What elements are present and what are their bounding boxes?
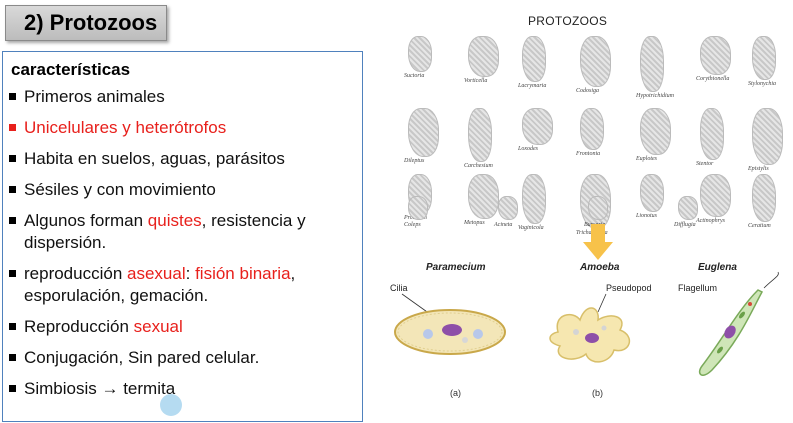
species-label: Vorticella bbox=[464, 78, 488, 84]
pseudopod-callout: Pseudopod bbox=[606, 283, 652, 293]
item-text: Habita en suelos, aguas, parásitos bbox=[24, 149, 285, 168]
species-label: Corythionella bbox=[696, 76, 730, 82]
species-label: Stentor bbox=[696, 161, 714, 167]
item-text: Conjugación, Sin pared celular. bbox=[24, 348, 260, 367]
protozoan-drawing bbox=[580, 36, 611, 87]
protozoan-drawing bbox=[522, 36, 546, 82]
protozoan-drawing bbox=[640, 174, 664, 212]
protozoan-drawing bbox=[752, 108, 783, 165]
down-arrow-icon bbox=[583, 224, 613, 260]
item-text: Algunos forman bbox=[24, 211, 148, 230]
characteristic-item: reproducción asexual: fisión binaria, es… bbox=[9, 263, 357, 307]
species-label: Codosiga bbox=[576, 88, 600, 94]
amoeba-diagram bbox=[549, 293, 631, 363]
species-label: Frontonia bbox=[576, 151, 601, 157]
figure-title: PROTOZOOS bbox=[528, 14, 608, 28]
item-text: Sésiles y con movimiento bbox=[24, 180, 216, 199]
item-text: reproducción bbox=[24, 264, 128, 283]
species-label: Difflugia bbox=[674, 222, 696, 228]
characteristic-item: Sésiles y con movimiento bbox=[9, 179, 357, 201]
protozoan-drawing bbox=[468, 174, 499, 219]
species-label: Loxodes bbox=[518, 146, 538, 152]
species-label: Dileptus bbox=[404, 158, 425, 164]
cilia-callout: Cilia bbox=[390, 283, 408, 293]
protozoan-drawing bbox=[640, 36, 664, 92]
species-label: Suctoria bbox=[404, 73, 425, 79]
species-label: Lionotus bbox=[636, 213, 658, 219]
protozoan-drawing bbox=[408, 36, 432, 72]
species-label: Hypotrichidium bbox=[636, 93, 674, 99]
protozoan-drawing bbox=[678, 196, 698, 220]
characteristic-item: Simbiosis → termita bbox=[9, 378, 357, 400]
item-text: termita bbox=[118, 379, 176, 398]
amoeba-label: Amoeba bbox=[580, 262, 620, 273]
protozoan-drawing bbox=[468, 108, 492, 162]
euglena-label: Euglena bbox=[698, 262, 737, 273]
characteristics-heading: características bbox=[11, 60, 131, 79]
caption-a: (a) bbox=[450, 388, 461, 398]
species-label: Stylonychia bbox=[748, 81, 776, 87]
item-text: , resistencia y dispersión. bbox=[24, 211, 306, 252]
highlighted-text: quistes bbox=[147, 211, 202, 230]
characteristic-item: Conjugación, Sin pared celular. bbox=[9, 347, 357, 369]
highlighted-text: fisión binaria bbox=[195, 264, 291, 283]
paramecium-diagram bbox=[394, 293, 506, 355]
protozoan-drawing bbox=[408, 196, 428, 220]
species-label: Lacrymaria bbox=[518, 83, 547, 89]
item-text: Reproducción bbox=[24, 317, 134, 336]
item-text: Simbiosis bbox=[24, 379, 102, 398]
species-label: Metopus bbox=[464, 220, 485, 226]
euglena-diagram bbox=[698, 271, 779, 376]
highlighted-text: sexual bbox=[133, 317, 183, 336]
characteristic-item: Habita en suelos, aguas, parásitos bbox=[9, 148, 357, 170]
protozoan-drawing bbox=[700, 36, 731, 75]
item-text: , esporulación, gemación. bbox=[24, 264, 296, 305]
species-label: Epistylis bbox=[748, 166, 769, 172]
species-label: Vaginicola bbox=[518, 225, 544, 231]
species-label: Acineta bbox=[494, 222, 513, 228]
protozoan-drawing bbox=[700, 108, 724, 160]
item-text: Primeros animales bbox=[24, 87, 165, 106]
cursor-highlight bbox=[160, 394, 182, 416]
protozoan-drawing bbox=[522, 174, 546, 224]
protozoan-drawing bbox=[498, 196, 518, 220]
item-text: : bbox=[185, 264, 196, 283]
protozoan-drawing bbox=[700, 174, 731, 217]
item-text: → bbox=[101, 379, 119, 398]
highlighted-text: asexual bbox=[127, 264, 186, 283]
protozoan-drawing bbox=[752, 36, 776, 80]
species-label: Actinophrys bbox=[696, 218, 725, 224]
paramecium-label: Paramecium bbox=[426, 262, 486, 273]
caption-b: (b) bbox=[592, 388, 603, 398]
characteristic-item: Reproducción sexual bbox=[9, 316, 357, 338]
characteristic-item: Unicelulares y heterótrofos bbox=[9, 117, 357, 139]
characteristic-item: Primeros animales bbox=[9, 86, 357, 108]
protozoan-drawing bbox=[468, 36, 499, 77]
characteristic-item: Algunos forman quistes, resistencia y di… bbox=[9, 210, 357, 254]
protozoan-drawing bbox=[522, 108, 553, 145]
protozoan-drawing bbox=[580, 108, 604, 150]
protozoan-drawing bbox=[408, 108, 439, 157]
protozoan-drawing bbox=[752, 174, 776, 222]
flagellum-callout: Flagellum bbox=[678, 283, 718, 293]
highlighted-text: Unicelulares y heterótrofos bbox=[24, 118, 227, 137]
species-label: Euplotes bbox=[636, 156, 657, 162]
species-label: Coleps bbox=[404, 222, 421, 228]
slide-title: 2) Protozoos bbox=[5, 5, 167, 41]
species-label: Ceratium bbox=[748, 223, 771, 229]
species-label: Carchesium bbox=[464, 163, 493, 169]
protozoan-drawing bbox=[588, 196, 608, 220]
protozoan-drawing bbox=[640, 108, 671, 155]
